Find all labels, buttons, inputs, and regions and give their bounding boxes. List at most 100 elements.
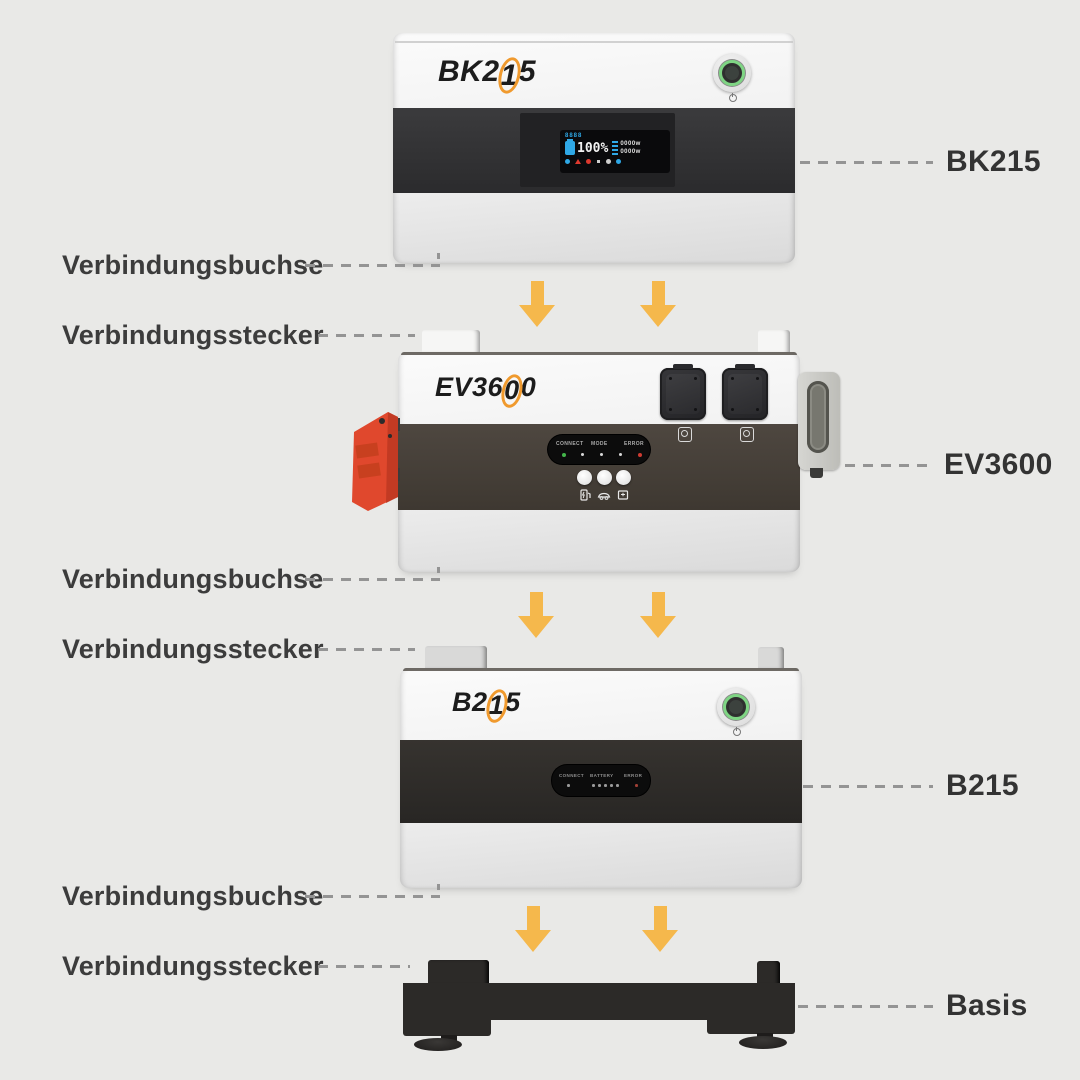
- led-connect: [562, 453, 566, 457]
- connector-plug: [758, 330, 790, 352]
- base-pedestal-left: [403, 983, 491, 1036]
- status-indicator-panel: CONNECT MODE ERROR: [548, 435, 650, 464]
- led: [581, 453, 584, 456]
- power-button: [713, 54, 751, 92]
- ac-outlet-covered: [722, 364, 768, 420]
- leader-hook: [437, 253, 440, 265]
- outlet-cover-notch: [735, 364, 755, 369]
- logo-swoosh-icon: 0: [504, 375, 520, 406]
- logo-text: B2: [452, 687, 488, 717]
- battery-percent: 100%: [577, 140, 609, 156]
- bluetooth-icon: [616, 159, 621, 164]
- power-button: [717, 688, 755, 726]
- mode-button-car: [597, 470, 612, 485]
- led-battery: [610, 784, 613, 787]
- b215-dark-band: CONNECT BATTERY ERROR: [400, 740, 802, 823]
- outlet-cover-notch: [673, 364, 693, 369]
- leader-line: [305, 578, 440, 581]
- led: [619, 453, 622, 456]
- power-value: 0000w: [620, 149, 641, 155]
- fault-icon: [586, 159, 591, 164]
- display-panel: 8888 100% 0000w 0000w: [520, 113, 675, 187]
- label-verbindungsstecker: Verbindungsstecker: [62, 320, 324, 350]
- arrow-down-icon: [518, 592, 554, 638]
- mode-button-battery: [616, 470, 631, 485]
- label-b215: B215: [946, 769, 1019, 802]
- bk215-dark-band: 8888 100% 0000w 0000w: [393, 108, 795, 193]
- leader-line: [318, 334, 415, 337]
- led-battery: [592, 784, 595, 787]
- led-battery: [598, 784, 601, 787]
- leader-line: [798, 1005, 933, 1008]
- connect-label: CONNECT: [559, 773, 585, 778]
- lcd-display: 8888 100% 0000w 0000w: [560, 130, 670, 173]
- label-bk215: BK215: [946, 145, 1041, 178]
- logo-swoosh-icon: 1: [500, 58, 518, 92]
- logo-text: 0: [520, 372, 537, 402]
- leader-line: [318, 965, 410, 968]
- outlet-icon: [740, 427, 754, 442]
- connector-plug: [422, 330, 480, 352]
- battery-icon: [565, 139, 575, 155]
- power-value: 0000w: [620, 141, 641, 147]
- power-led-ring: [719, 60, 745, 86]
- label-ev3600: EV3600: [944, 448, 1053, 481]
- leader-hook: [437, 884, 440, 896]
- label-verbindungsbuchse: Verbindungsbuchse: [62, 564, 324, 594]
- label-verbindungsstecker: Verbindungsstecker: [62, 951, 324, 981]
- grid-icon: [596, 159, 601, 164]
- led-connect: [567, 784, 570, 787]
- error-label: ERROR: [624, 441, 645, 447]
- mode-label: MODE: [591, 441, 608, 447]
- connector-plug: [757, 961, 780, 985]
- logo-text: 5: [518, 55, 537, 88]
- battery-label: BATTERY: [590, 773, 614, 778]
- adjustable-foot: [414, 1038, 462, 1051]
- error-label: ERROR: [624, 773, 643, 778]
- logo-text: 5: [505, 687, 521, 717]
- lid-edge: [401, 352, 797, 355]
- power-icon: [733, 727, 741, 736]
- power-led-ring: [723, 694, 749, 720]
- leader-hook: [437, 567, 440, 579]
- logo-text: BK2: [438, 55, 500, 88]
- arrow-down-icon: [640, 281, 676, 327]
- ev-charge-port: [798, 372, 840, 478]
- connector-plug: [425, 646, 487, 668]
- info-icon: [565, 159, 570, 164]
- label-basis: Basis: [946, 989, 1028, 1022]
- leader-line: [800, 161, 933, 164]
- outlet-icon: [678, 427, 692, 442]
- wifi-icon: [606, 159, 611, 164]
- charge-port-latch: [810, 468, 823, 478]
- led-battery: [604, 784, 607, 787]
- car-icon: [597, 492, 611, 500]
- arrow-down-icon: [519, 281, 555, 327]
- led-error: [638, 453, 642, 457]
- ev3600-dark-band: CONNECT MODE ERROR: [398, 424, 800, 510]
- connector-plug: [758, 647, 784, 668]
- led-mode: [600, 453, 603, 456]
- leader-line: [305, 264, 440, 267]
- leader-line: [803, 785, 933, 788]
- led-error: [635, 784, 638, 787]
- led-battery: [616, 784, 619, 787]
- adjustable-foot: [739, 1036, 787, 1049]
- alarm-icon: [575, 159, 581, 164]
- connect-label: CONNECT: [556, 441, 584, 447]
- label-verbindungsbuchse: Verbindungsbuchse: [62, 250, 324, 280]
- battery-box-icon: [617, 490, 629, 500]
- lid-seam: [395, 41, 793, 43]
- charge-in-icon: [612, 141, 619, 147]
- mode-button-charger: [577, 470, 592, 485]
- status-indicator-panel: CONNECT BATTERY ERROR: [552, 765, 650, 796]
- arrow-down-icon: [642, 906, 678, 952]
- charge-port-socket: [807, 381, 829, 453]
- leader-line: [318, 648, 415, 651]
